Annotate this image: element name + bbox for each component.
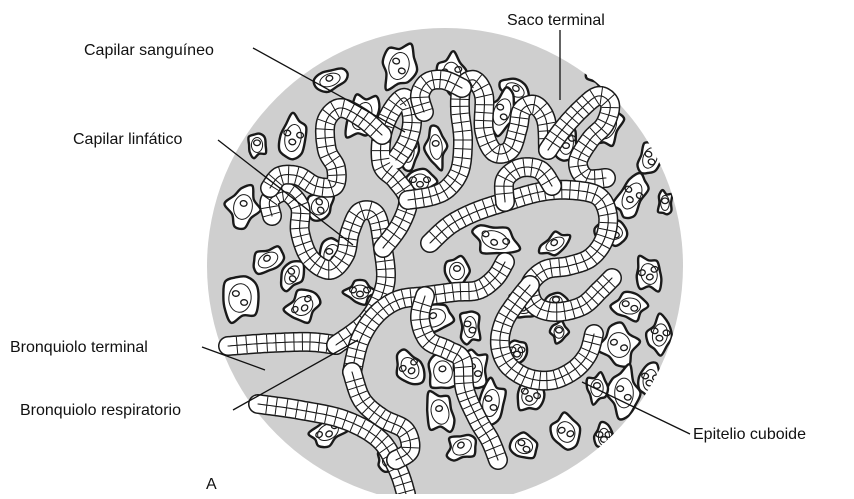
label-capilar-sanguineo: Capilar sanguíneo — [84, 42, 214, 60]
panel-letter: A — [206, 476, 217, 494]
label-capilar-linfatico: Capilar linfático — [73, 131, 182, 149]
label-epitelio-cuboide: Epitelio cuboide — [693, 426, 806, 444]
label-saco-terminal: Saco terminal — [507, 12, 605, 30]
label-bronquiolo-respiratorio: Bronquiolo respiratorio — [20, 402, 181, 420]
label-bronquiolo-terminal: Bronquiolo terminal — [10, 339, 148, 357]
capillary-6 — [248, 134, 266, 159]
capillary-18 — [658, 190, 672, 214]
bronquiolo-terminal-tubule — [228, 333, 336, 353]
capillary-4-nucleus — [601, 75, 609, 83]
capillary-31 — [460, 311, 480, 344]
capillary-4-nucleus — [595, 69, 603, 77]
